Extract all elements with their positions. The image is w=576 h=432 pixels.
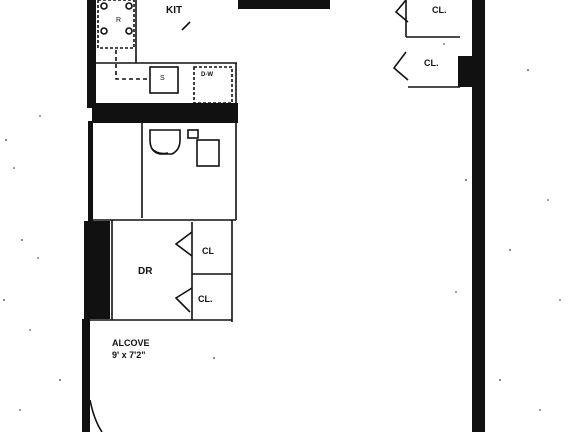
bath-left-wall — [88, 121, 93, 221]
vanity-icon — [149, 129, 181, 155]
svg-text:R: R — [116, 17, 121, 24]
dining-closets — [111, 220, 233, 322]
stove-icon: R — [97, 0, 135, 49]
closet-label-dr-lower: CL. — [198, 294, 213, 304]
kitchen: R S — [96, 0, 237, 104]
kitchen-left-wall — [87, 0, 96, 108]
closet-label-top-right-2: CL. — [424, 58, 439, 68]
closet-door-top-right-1 — [394, 0, 409, 23]
bathroom — [93, 121, 237, 221]
right-exterior-wall — [472, 0, 485, 432]
kitchen-label: KIT — [166, 5, 182, 16]
walls — [82, 0, 485, 432]
toilet-icon — [187, 129, 220, 167]
scan-specks — [3, 43, 561, 411]
closet-label-top-right-1: CL. — [432, 5, 447, 15]
kitchen-divider-wall — [92, 103, 238, 123]
dishwasher-icon — [193, 66, 233, 104]
alcove-left-wall — [82, 319, 90, 432]
alcove-label: ALCOVE — [112, 338, 150, 348]
top-wall-stub — [238, 0, 330, 9]
closet-door-top-right-2 — [392, 51, 409, 81]
dining-column — [84, 221, 110, 319]
sink-icon — [149, 66, 179, 94]
closet-label-dr-upper: CL — [202, 246, 214, 256]
alcove-size-label: 9' x 7'2" — [112, 350, 146, 360]
closet-door-upper — [174, 231, 193, 257]
top-right-closets — [392, 0, 460, 88]
svg-text:S: S — [160, 75, 165, 82]
right-wall-notch — [458, 56, 476, 87]
dishwasher-label: D-W — [201, 72, 213, 78]
dining-label: DR — [138, 266, 153, 277]
alcove-walls — [89, 319, 180, 432]
closet-door-lower — [174, 287, 193, 313]
